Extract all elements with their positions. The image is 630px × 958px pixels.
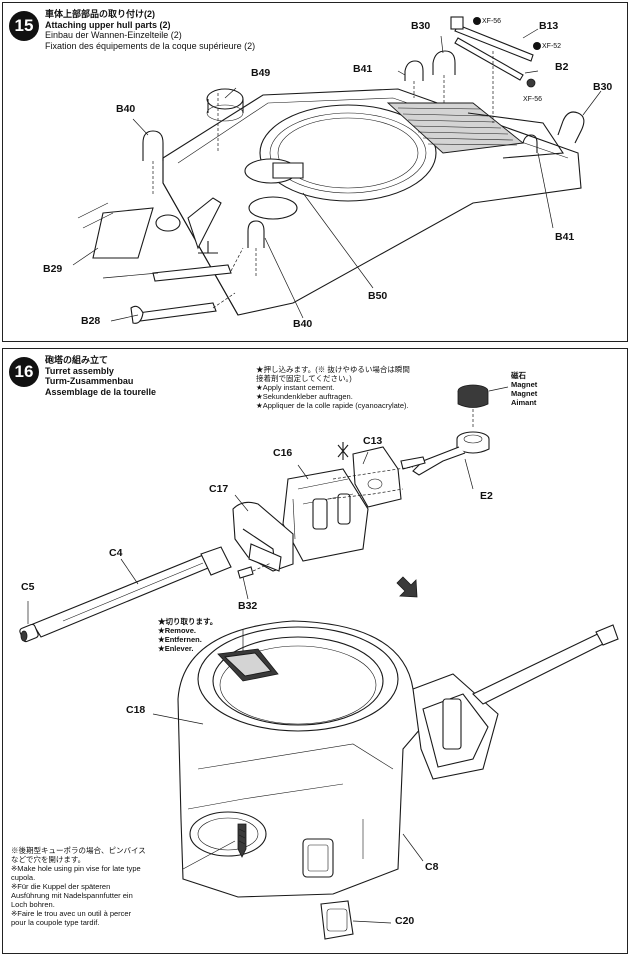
part-label-e2: E2	[480, 490, 493, 502]
part-label-b28: B28	[81, 315, 101, 327]
part-label-c18: C18	[126, 704, 146, 716]
step-16-title-de: Turm-Zusammenbau	[45, 376, 134, 386]
paint-callout-xf52: XF-52	[533, 42, 561, 51]
part-label-b50: B50	[368, 290, 388, 302]
step-15-title-fr: Fixation des équipements de la coque sup…	[45, 40, 256, 51]
cement-note: ★押し込みます。(※ 抜けやゆるい場合は瞬間 接着剤で固定してください。) ★A…	[256, 365, 410, 410]
part-label-c16: C16	[273, 447, 293, 459]
part-label-b30-right: B30	[593, 81, 613, 93]
part-label-c4: C4	[109, 547, 123, 559]
step-15-title-en: Attaching upper hull parts (2)	[45, 19, 171, 30]
paint-callout-xf56-top: XF-56	[473, 17, 501, 26]
step-15-title-jp: 車体上部部品の取り付け(2)	[45, 9, 156, 19]
step-15-title: 車体上部部品の取り付け(2) Attaching upper hull part…	[45, 9, 255, 51]
step-15-panel: 15 車体上部部品の取り付け(2) Attaching upper hull p…	[2, 2, 628, 342]
step-16-number: 16	[9, 357, 39, 387]
step-16-title-en: Turret assembly	[45, 365, 114, 376]
part-label-c17: C17	[209, 483, 229, 495]
upper-hull-exploded-drawing	[72, 16, 602, 324]
part-label-b49: B49	[251, 67, 271, 79]
step-15-number: 15	[9, 11, 39, 41]
part-label-c20: C20	[395, 915, 415, 927]
paint-dot-icon	[533, 42, 541, 51]
step-16-panel: 16 砲塔の組み立て Turret assembly Turm-Zusammen…	[2, 348, 628, 954]
paint-dot-icon	[473, 17, 481, 26]
part-label-b30-top: B30	[411, 20, 431, 32]
turret-assembly-exploded-drawing	[19, 384, 619, 940]
part-label-b40-left: B40	[116, 103, 136, 115]
part-label-c8: C8	[425, 861, 439, 873]
part-label-b41-top: B41	[353, 63, 373, 75]
paint-callout-xf56-bottom: XF-56	[523, 96, 543, 103]
part-label-c5: C5	[21, 581, 35, 593]
part-label-b32: B32	[238, 600, 258, 612]
drill-hole-note: ※後期型キューポラの場合、ピンバイス などで穴を開けます。 ※Make hole…	[11, 846, 146, 927]
part-label-b41-bottom: B41	[555, 231, 575, 243]
step-16-title-fr: Assemblage de la tourelle	[45, 386, 157, 397]
step-16-title: 砲塔の組み立て Turret assembly Turm-Zusammenbau…	[45, 355, 156, 397]
part-label-b29: B29	[43, 263, 63, 275]
remove-note: ★切り取ります。 ★Remove. ★Entfernen. ★Enlever.	[158, 617, 218, 653]
part-label-b2: B2	[555, 61, 569, 73]
step-16-title-jp: 砲塔の組み立て	[45, 355, 109, 365]
magnet-label: 磁石 Magnet Magnet Aimant	[511, 371, 538, 407]
step-15-title-de: Einbau der Wannen-Einzelteile (2)	[45, 30, 182, 40]
part-label-b13: B13	[539, 20, 559, 32]
part-label-c13: C13	[363, 435, 383, 447]
part-label-b40-bottom: B40	[293, 318, 313, 330]
